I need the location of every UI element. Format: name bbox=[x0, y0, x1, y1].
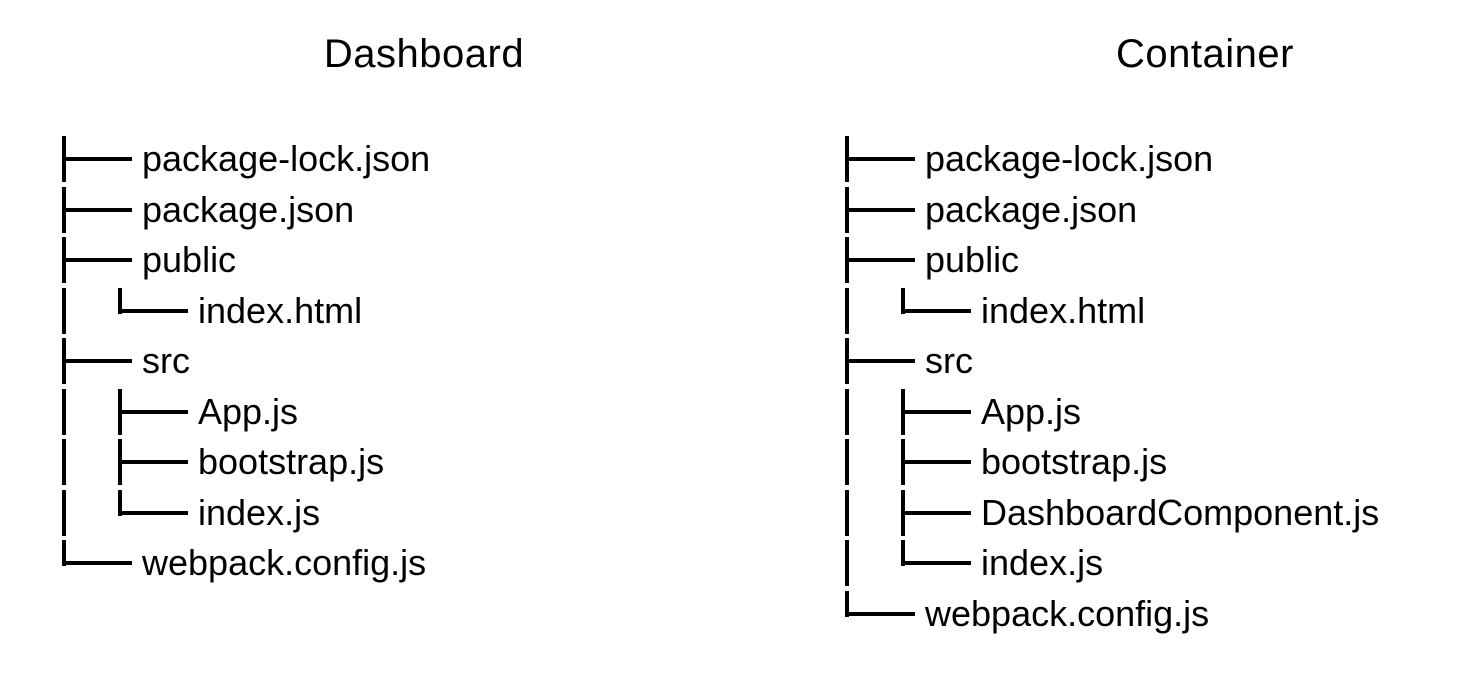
tree-branch-line bbox=[845, 359, 915, 363]
tree-guide-line bbox=[845, 388, 849, 435]
tree-child-entry-label: bootstrap.js bbox=[198, 441, 385, 483]
tree-row: bootstrap.js bbox=[845, 437, 1478, 488]
tree-branch-line bbox=[901, 510, 971, 515]
tree-entry-label: package.json bbox=[925, 188, 1138, 230]
tree-guide-line bbox=[845, 540, 849, 586]
tree-child-entry-label: App.js bbox=[981, 390, 1082, 432]
tree-elbow-connector bbox=[118, 287, 122, 314]
tree-branch-line bbox=[62, 258, 132, 262]
tree-row: package.json bbox=[62, 185, 702, 236]
tree-branch-line bbox=[62, 561, 132, 565]
tree-row: package.json bbox=[845, 185, 1478, 236]
tree-child-entry-label: index.html bbox=[198, 289, 363, 331]
tree-child-entry-label: App.js bbox=[198, 390, 299, 432]
tree-branch-line bbox=[118, 308, 188, 313]
tree-branch-line bbox=[845, 258, 915, 262]
tree-entry-label: package-lock.json bbox=[925, 138, 1214, 180]
tree-branch-line bbox=[118, 460, 188, 464]
tree-elbow-connector bbox=[901, 287, 905, 314]
tree-branch-line bbox=[845, 611, 915, 616]
tree-branch-line bbox=[845, 157, 915, 161]
tree-branch-line bbox=[901, 308, 971, 313]
tree-entry-label: webpack.config.js bbox=[925, 592, 1210, 634]
tree-row: public bbox=[62, 235, 702, 286]
tree-branch-line bbox=[901, 409, 971, 414]
tree-branch-line bbox=[901, 460, 971, 464]
file-tree-dashboard: package-lock.json package.json public index… bbox=[62, 134, 702, 589]
tree-branch-line bbox=[118, 409, 188, 414]
tree-row: index.js bbox=[845, 538, 1478, 589]
tree-guide-line bbox=[62, 388, 66, 435]
tree-branch-line bbox=[62, 157, 132, 161]
tree-row: DashboardComponent.js bbox=[845, 488, 1478, 539]
tree-child-entry-label: index.js bbox=[198, 491, 321, 533]
tree-row: index.html bbox=[62, 286, 702, 337]
tree-row: App.js bbox=[845, 387, 1478, 438]
tree-entry-label: public bbox=[925, 239, 1020, 281]
tree-elbow-connector bbox=[901, 540, 905, 566]
tree-row: package-lock.json bbox=[62, 134, 702, 185]
tree-child-entry-label: bootstrap.js bbox=[981, 441, 1168, 483]
file-tree-container: package-lock.json package.json public index… bbox=[845, 134, 1478, 639]
tree-row: public bbox=[845, 235, 1478, 286]
tree-elbow-connector bbox=[118, 489, 122, 516]
tree-row: src bbox=[845, 336, 1478, 387]
tree-title-container: Container bbox=[1116, 32, 1294, 76]
tree-row: App.js bbox=[62, 387, 702, 438]
tree-row: index.html bbox=[845, 286, 1478, 337]
tree-entry-label: package.json bbox=[142, 188, 355, 230]
tree-child-entry-label: index.js bbox=[981, 542, 1104, 584]
tree-guide-line bbox=[62, 439, 66, 485]
tree-child-entry-label: DashboardComponent.js bbox=[981, 491, 1380, 533]
tree-guide-line bbox=[62, 287, 66, 334]
tree-entry-label: src bbox=[925, 340, 973, 382]
tree-row: bootstrap.js bbox=[62, 437, 702, 488]
tree-entry-label: public bbox=[142, 239, 237, 281]
tree-branch-line bbox=[901, 561, 971, 565]
tree-row: webpack.config.js bbox=[62, 538, 702, 589]
tree-guide-line bbox=[845, 287, 849, 334]
tree-child-entry-label: index.html bbox=[981, 289, 1146, 331]
tree-row: webpack.config.js bbox=[845, 589, 1478, 640]
tree-guide-line bbox=[62, 489, 66, 536]
tree-branch-line bbox=[845, 207, 915, 212]
tree-row: package-lock.json bbox=[845, 134, 1478, 185]
tree-row: src bbox=[62, 336, 702, 387]
tree-elbow-connector bbox=[62, 540, 66, 566]
tree-entry-label: src bbox=[142, 340, 190, 382]
tree-entry-label: webpack.config.js bbox=[142, 542, 427, 584]
tree-row: index.js bbox=[62, 488, 702, 539]
tree-branch-line bbox=[118, 510, 188, 515]
tree-elbow-connector bbox=[845, 590, 849, 617]
tree-guide-line bbox=[845, 489, 849, 536]
tree-title-dashboard: Dashboard bbox=[323, 32, 525, 76]
tree-entry-label: package-lock.json bbox=[142, 138, 431, 180]
tree-guide-line bbox=[845, 439, 849, 485]
tree-branch-line bbox=[62, 207, 132, 212]
tree-branch-line bbox=[62, 359, 132, 363]
